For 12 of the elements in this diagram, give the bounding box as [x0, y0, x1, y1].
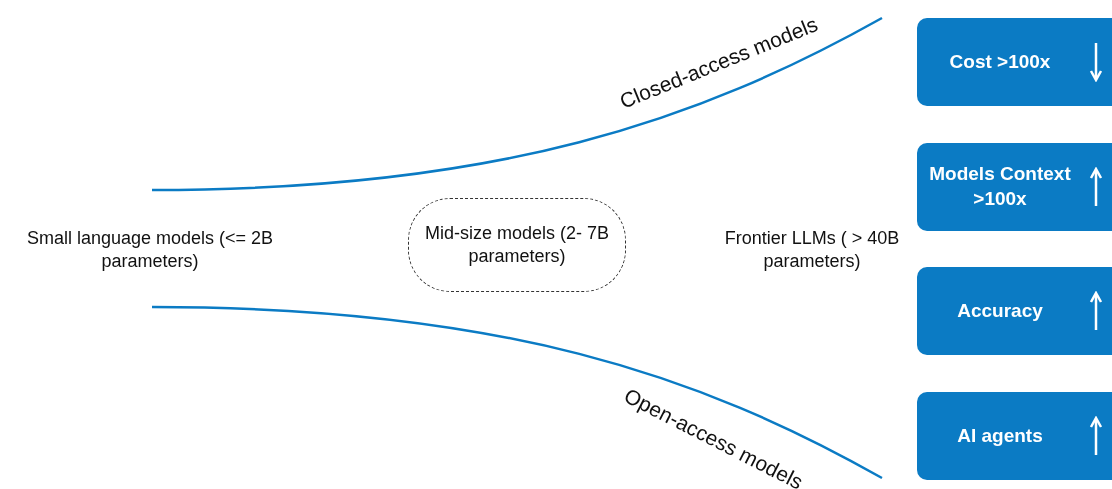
metric-box [917, 267, 1112, 355]
dashed-rounded-box [408, 198, 626, 292]
metric-box [917, 18, 1112, 106]
metric-box [917, 143, 1112, 231]
category-label: Frontier LLMs ( > 40B parameters) [723, 226, 901, 273]
metric-box [917, 392, 1112, 480]
metric-label: AI agents [956, 423, 1044, 448]
metric-label: Models Context >100x [928, 162, 1072, 211]
category-label: Small language models (<= 2B parameters) [25, 226, 275, 273]
node-label: Mid-size models (2- 7B parameters) [423, 221, 611, 268]
metric-label: Accuracy [956, 298, 1044, 323]
metric-label: Cost >100x [948, 49, 1052, 74]
